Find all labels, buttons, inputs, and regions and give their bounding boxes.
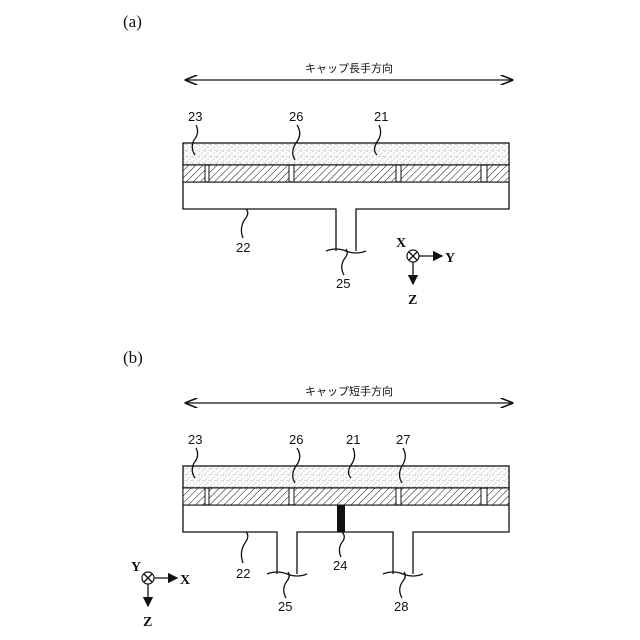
panel-b-leader-25 [284,572,290,598]
panel-a-electrode-5 [487,165,509,182]
panel-b-cap-layer [183,466,509,488]
panel-a-label: (a) [123,12,142,31]
panel-b: (b) キャップ短手方向 23 26 21 27 22 24 25 28 [123,348,512,630]
panel-a-ref-23: 23 [188,109,202,124]
panel-a-cap-layer [183,143,509,165]
panel-a-electrode-4 [401,165,481,182]
panel-b-leader-24 [339,532,344,557]
panel-b-leader-28 [400,572,406,598]
panel-a: (a) キャップ長手方向 23 26 21 22 25 [123,12,512,308]
panel-a-electrode-2 [209,165,289,182]
panel-a-ref-25: 25 [336,276,350,291]
panel-b-leader-22 [241,532,247,563]
panel-b-electrode-5 [487,488,509,505]
panel-b-electrode-4 [401,488,481,505]
panel-b-electrode-3 [294,488,396,505]
panel-a-ref-21: 21 [374,109,388,124]
panel-a-electrode-1 [183,165,205,182]
panel-a-ref-26: 26 [289,109,303,124]
panel-b-stem-left-break [267,572,307,576]
panel-a-leader-25 [342,249,348,275]
panel-b-direction-label: キャップ短手方向 [305,384,393,398]
panel-b-contact [337,505,345,532]
panel-a-axis-x-label: X [396,236,406,251]
panel-b-ref-27: 27 [396,432,410,447]
panel-b-ref-23: 23 [188,432,202,447]
panel-a-axis-z-label: Z [408,293,417,308]
panel-b-ref-28: 28 [394,599,408,614]
panel-a-axis-y-label: Y [445,251,455,266]
panel-a-electrode-3 [294,165,396,182]
panel-b-label: (b) [123,348,143,367]
panel-b-axis-x-label: X [180,573,190,588]
panel-a-direction-label: キャップ長手方向 [305,61,393,75]
panel-b-ref-22: 22 [236,566,250,581]
panel-a-leader-22 [241,209,247,238]
panel-b-ref-25: 25 [278,599,292,614]
panel-a-axes: X Y Z [396,236,455,308]
panel-a-body-outline [183,182,509,251]
panel-b-electrode-1 [183,488,205,505]
panel-b-ref-26: 26 [289,432,303,447]
panel-b-electrode-2 [209,488,289,505]
panel-b-stem-right-break [383,572,423,576]
panel-b-ref-24: 24 [333,558,347,573]
panel-b-axis-y-label: Y [131,560,141,575]
panel-b-ref-21: 21 [346,432,360,447]
panel-a-ref-22: 22 [236,240,250,255]
panel-b-axis-z-label: Z [143,615,152,630]
panel-b-axes: Y X Z [131,560,190,630]
